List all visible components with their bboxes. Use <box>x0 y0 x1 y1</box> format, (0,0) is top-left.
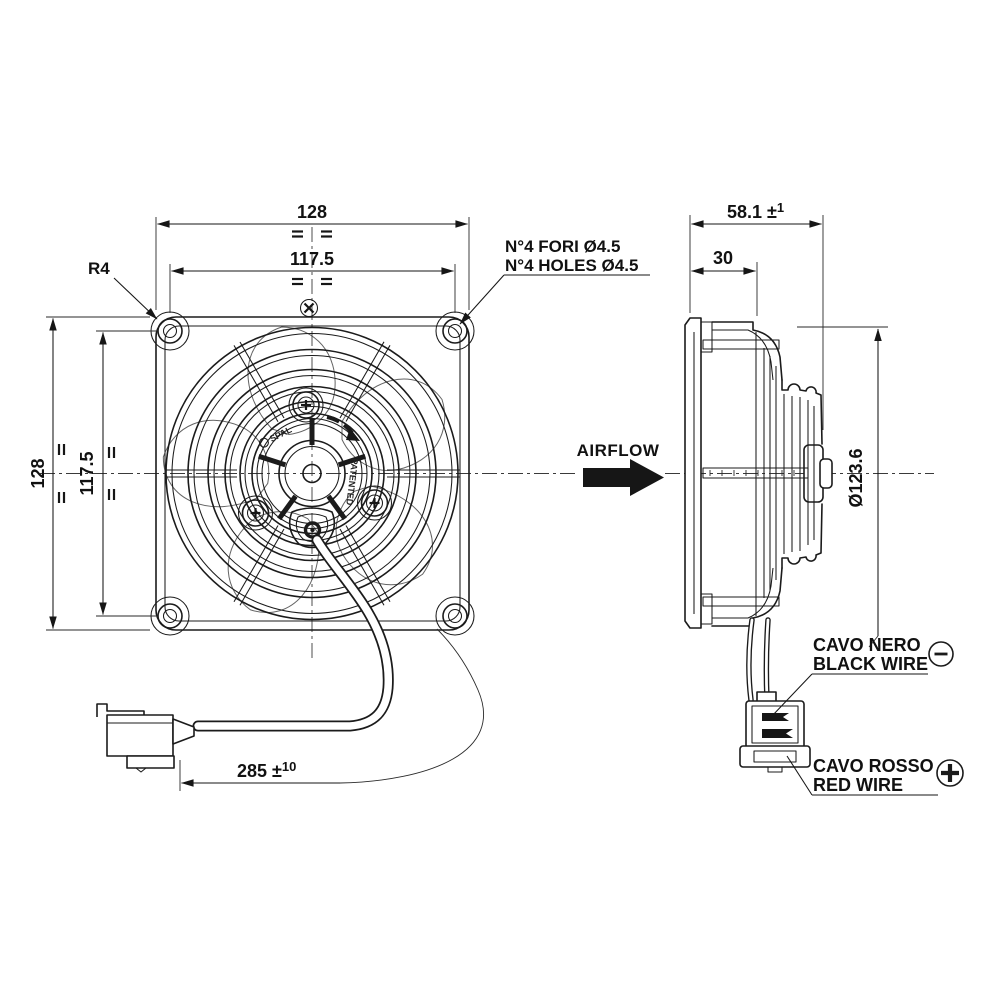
red-wire-callout: CAVO ROSSO RED WIRE <box>786 755 964 796</box>
holes-note-it: N°4 FORI Ø4.5 <box>505 237 620 256</box>
symmetry-marks <box>107 447 116 500</box>
dim-impeller-diameter: Ø123.6 <box>846 448 866 507</box>
dim-depth-total: 58.1 ±1 <box>727 200 784 222</box>
dim-cable-length: 285 ±10 <box>237 759 296 781</box>
side-connector <box>739 691 811 773</box>
side-dimensions: 58.1 ±1 30 Ø123.6 <box>689 200 888 648</box>
front-dimensions: 128 117.5 128 117.5 R4 <box>28 202 650 791</box>
dim-width-outer: 128 <box>297 202 327 222</box>
minus-icon <box>928 641 954 667</box>
airflow-indicator: AIRFLOW <box>577 441 664 496</box>
black-wire-label-it: CAVO NERO <box>813 635 921 655</box>
dim-height-outer: 128 <box>28 458 48 488</box>
red-wire-label-it: CAVO ROSSO <box>813 756 934 776</box>
shroud-inner-frame <box>164 325 461 622</box>
holes-note-en: N°4 HOLES Ø4.5 <box>505 256 638 275</box>
black-wire-label-en: BLACK WIRE <box>813 654 928 674</box>
wiring-callouts: CAVO NERO BLACK WIRE CAVO ROSSO RED WIRE <box>771 635 964 796</box>
airflow-arrow-icon <box>583 459 664 496</box>
mounting-holes-note: N°4 FORI Ø4.5 N°4 HOLES Ø4.5 <box>459 237 650 325</box>
motor-profile <box>763 348 833 598</box>
connector-terminal-wedge <box>172 718 195 745</box>
airflow-label: AIRFLOW <box>577 441 660 460</box>
grille-screw-icon <box>299 298 319 318</box>
dim-height-holes: 117.5 <box>77 451 97 495</box>
rotation-arrowhead <box>346 428 360 441</box>
dim-width-holes: 117.5 <box>290 249 334 269</box>
symmetry-marks <box>57 444 66 503</box>
plus-icon <box>936 759 964 787</box>
hub-screws <box>237 387 393 531</box>
motor-hub: SPAL PATENTED <box>237 387 393 549</box>
dim-depth-front: 30 <box>713 248 733 268</box>
grille-struts <box>165 341 460 606</box>
symmetry-marks <box>292 230 332 238</box>
corner-radius-label: R4 <box>88 259 110 278</box>
cable-connector <box>96 703 195 773</box>
front-view: SPAL PATENTED <box>96 298 475 773</box>
cable-length-dimension: 285 ±10 <box>179 628 484 791</box>
grille-bars-side <box>702 339 809 607</box>
shroud-outer-frame <box>155 316 470 631</box>
flange-profile <box>684 317 702 629</box>
side-wires <box>746 617 771 703</box>
symmetry-marks <box>292 277 332 286</box>
terminal-lower <box>762 729 793 738</box>
red-wire-label-en: RED WIRE <box>813 775 903 795</box>
side-view <box>684 317 833 773</box>
hub-brand-text: SPAL <box>268 424 294 444</box>
black-wire-callout: CAVO NERO BLACK WIRE <box>771 635 954 717</box>
power-cable <box>192 534 394 732</box>
terminal-upper <box>762 713 789 721</box>
